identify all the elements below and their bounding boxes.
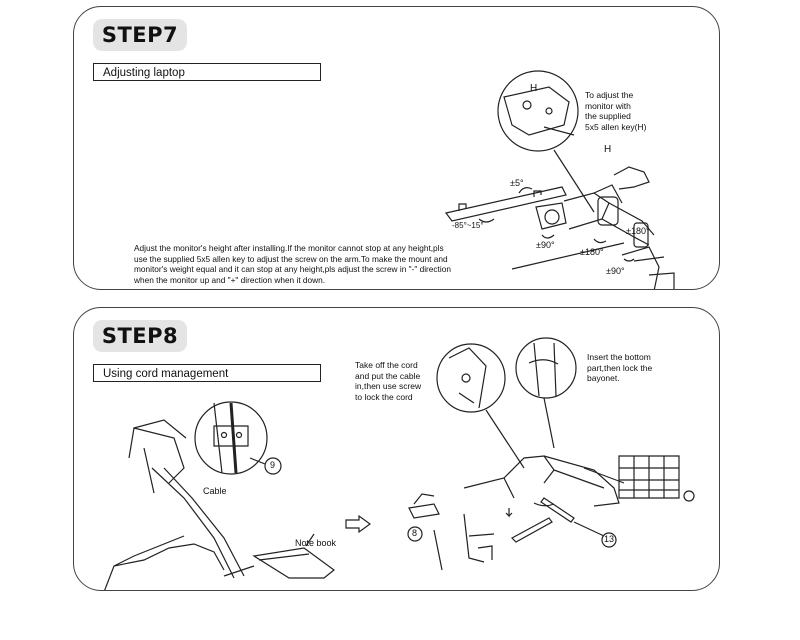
step8-panel: STEP8 Using cord management — [73, 307, 720, 591]
step8-right-detail-circle-1 — [437, 344, 505, 412]
allen-note-line: 5x5 allen key(H) — [585, 121, 647, 132]
step8-cable-label: Cable — [203, 486, 227, 496]
step8-callout-9: 9 — [270, 460, 276, 470]
step7-angle-rot1: ±90° — [536, 240, 555, 250]
step8-right-detail-circle-2 — [516, 338, 576, 398]
step7-arm-illustration — [74, 7, 720, 290]
bottom-note-line: part,then lock the — [587, 362, 653, 373]
step7-panel: STEP7 Adjusting laptop — [73, 6, 720, 290]
cord-note-line: and put the cable — [355, 370, 421, 381]
step7-allen-note: To adjust the monitor with the supplied … — [585, 90, 646, 132]
step7-subtitle: Adjusting laptop — [93, 63, 321, 81]
step8-notebook-label: Note book — [295, 538, 337, 548]
instruction-line: when the monitor up and "+" direction wh… — [134, 274, 326, 285]
bottom-note-line: Insert the bottom — [587, 352, 651, 362]
step8-cord-note: Take off the cord and put the cable in,t… — [355, 360, 421, 402]
cord-note-line: Take off the cord — [355, 360, 418, 370]
step8-bottom-note: Insert the bottom part,then lock the bay… — [587, 352, 652, 384]
instruction-line: use the supplied 5x5 allen key to adjust… — [134, 253, 448, 264]
step8-callout-8: 8 — [412, 528, 418, 538]
step7-badge: STEP7 — [93, 19, 187, 51]
step7-angle-tilt: ±5° — [510, 178, 524, 188]
step7-instructions: Adjust the monitor's height after instal… — [134, 243, 451, 285]
cord-note-line: in,then use screw — [355, 381, 422, 391]
step7-angle-rot2: ±180° — [626, 226, 650, 236]
step7-h-label-top: H — [530, 83, 538, 94]
step7-angle-rot3: ±180° — [580, 247, 604, 257]
step8-callout-13: 13 — [604, 534, 615, 544]
bottom-note-line: bayonet. — [587, 373, 620, 383]
instruction-line: Adjust the monitor's height after instal… — [134, 243, 444, 253]
step8-cord-illustration — [74, 308, 720, 591]
cord-note-line: to lock the cord — [355, 391, 413, 402]
step8-left-detail-circle — [195, 402, 267, 474]
instruction-line: monitor's weight equal and it can stop a… — [134, 264, 451, 274]
step8-badge: STEP8 — [93, 320, 187, 352]
step7-angle-rot4: ±90° — [606, 266, 625, 276]
step7-detail-circle — [498, 71, 578, 151]
step7-angle-range: -85°~15° — [452, 221, 484, 230]
step8-subtitle: Using cord management — [93, 364, 321, 382]
allen-note-line: the supplied — [585, 111, 631, 121]
step7-h-label-key: H — [604, 144, 612, 155]
allen-note-line: To adjust the — [585, 90, 634, 100]
allen-note-line: monitor with — [585, 100, 631, 111]
